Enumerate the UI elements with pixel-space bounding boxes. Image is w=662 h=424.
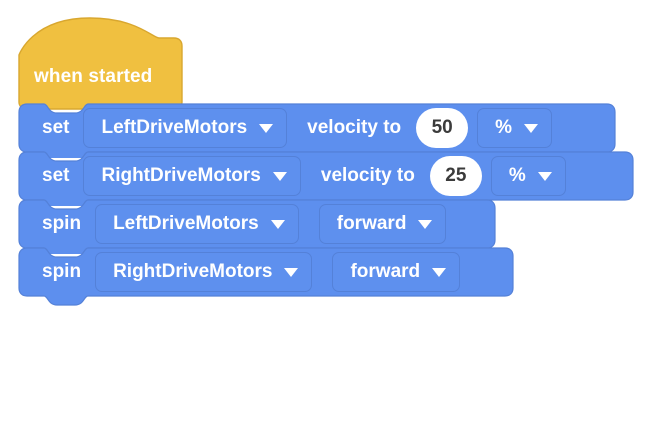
command-label: set <box>42 165 70 186</box>
chevron-down-icon <box>270 219 285 229</box>
velocity-value-input[interactable]: 50 <box>416 108 469 148</box>
chevron-down-icon <box>524 123 539 133</box>
command-label: spin <box>42 213 82 234</box>
device-dropdown-left-drive-motors[interactable]: LeftDriveMotors <box>83 108 288 148</box>
block-spin-left-forward[interactable]: spin LeftDriveMotors forward <box>18 178 496 254</box>
dropdown-value: forward <box>350 261 421 282</box>
chevron-down-icon <box>259 123 274 133</box>
dropdown-value: LeftDriveMotors <box>113 213 259 234</box>
block-set-right-velocity[interactable]: set RightDriveMotors velocity to 25 % <box>18 130 634 206</box>
direction-dropdown-forward[interactable]: forward <box>332 252 461 292</box>
command-label: set <box>42 117 70 138</box>
dropdown-value: LeftDriveMotors <box>101 117 248 138</box>
velocity-to-label: velocity to <box>307 117 402 138</box>
chevron-down-icon <box>272 171 287 181</box>
velocity-value-input[interactable]: 25 <box>429 156 482 196</box>
device-dropdown-right-drive-motors[interactable]: RightDriveMotors <box>83 156 301 196</box>
dropdown-value: RightDriveMotors <box>101 165 261 186</box>
block-spin-right-forward[interactable]: spin RightDriveMotors forward <box>18 226 514 306</box>
unit-dropdown-percent[interactable]: % <box>490 156 566 196</box>
dropdown-value: RightDriveMotors <box>113 261 273 282</box>
velocity-value: 50 <box>431 117 453 138</box>
chevron-down-icon <box>284 267 299 277</box>
command-label: spin <box>42 261 82 282</box>
hat-block-label: when started <box>34 66 153 87</box>
script-stack[interactable]: when started set LeftDriveMotors velocit… <box>18 14 634 306</box>
chevron-down-icon <box>432 267 447 277</box>
device-dropdown-right-drive-motors[interactable]: RightDriveMotors <box>95 252 313 292</box>
when-started-hat-block[interactable]: when started <box>18 14 183 110</box>
block-set-left-velocity[interactable]: set LeftDriveMotors velocity to 50 % <box>18 82 616 158</box>
device-dropdown-left-drive-motors[interactable]: LeftDriveMotors <box>95 204 299 244</box>
chevron-down-icon <box>537 171 552 181</box>
direction-dropdown-forward[interactable]: forward <box>318 204 447 244</box>
dropdown-value: % <box>508 165 526 186</box>
dropdown-value: % <box>495 117 513 138</box>
dropdown-value: forward <box>336 213 407 234</box>
chevron-down-icon <box>418 219 433 229</box>
velocity-to-label: velocity to <box>320 165 415 186</box>
unit-dropdown-percent[interactable]: % <box>477 108 553 148</box>
velocity-value: 25 <box>445 165 467 186</box>
